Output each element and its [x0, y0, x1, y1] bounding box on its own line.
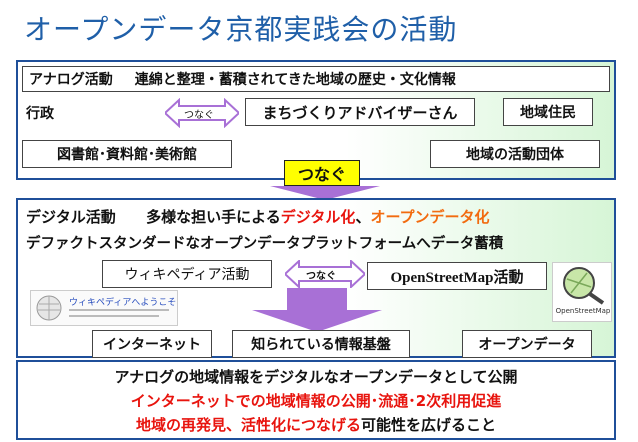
osm-box: OpenStreetMap活動	[367, 262, 547, 290]
groups-box: 地域の活動団体	[430, 140, 600, 168]
double-arrow-icon	[165, 98, 239, 128]
advisor-box: まちづくりアドバイザーさん	[245, 98, 475, 126]
osm-thumb-text: OpenStreetMap	[555, 307, 611, 315]
wikipedia-box: ウィキペディア活動	[102, 260, 272, 288]
analog-heading: アナログ活動	[29, 72, 113, 88]
page-title: オープンデータ京都実践会の活動	[24, 13, 458, 46]
summary-panel: アナログの地域情報をデジタルなオープンデータとして公開 インターネットでの地域情…	[16, 360, 616, 440]
osm-thumbnail: OpenStreetMap	[552, 262, 612, 322]
summary-line2: インターネットでの地域情報の公開･流通･2次利用促進	[130, 392, 502, 410]
down-arrow-icon	[252, 288, 382, 332]
gyosei-label: 行政	[26, 106, 54, 122]
wikipedia-thumb-text: ウィキペディアへようこそ	[69, 298, 177, 308]
residents-box: 地域住民	[503, 98, 593, 126]
opendata-highlight: オープンデータ化	[370, 208, 490, 226]
summary-line3: 地域の再発見、活性化につなげる可能性を広げること	[135, 416, 497, 434]
known-info-box: 知られている情報基盤	[232, 330, 410, 358]
analog-tsunagu-small: つなぐ	[184, 110, 214, 121]
analog-heading-box: アナログ活動 連綿と整理・蓄積されてきた地域の歴史・文化情報	[22, 66, 610, 92]
digital-line2: デファクトスタンダードなオープンデータプラットフォームへデータ蓄積	[26, 236, 504, 252]
wikipedia-thumbnail: ウィキペディアへようこそ	[30, 290, 178, 326]
analog-description: 連綿と整理・蓄積されてきた地域の歴史・文化情報	[134, 72, 456, 88]
double-arrow-icon	[285, 260, 365, 288]
connector-label-box: つなぐ	[284, 160, 360, 186]
opendata-box: オープンデータ	[462, 330, 592, 358]
digital-tsunagu-small: つなぐ	[306, 271, 336, 282]
wikipedia-thumb-lines	[69, 309, 169, 311]
internet-box: インターネット	[92, 330, 212, 358]
wikipedia-globe-icon	[36, 295, 62, 321]
osm-magnifier-icon	[563, 267, 605, 305]
digitization-highlight: デジタル化	[280, 208, 356, 226]
digital-heading: デジタル活動	[26, 208, 116, 226]
libraries-box: 図書館･資料館･美術館	[22, 140, 232, 168]
digital-line1: デジタル活動 多様な担い手によるデジタル化、オープンデータ化	[26, 208, 490, 226]
summary-line1: アナログの地域情報をデジタルなオープンデータとして公開	[114, 368, 518, 386]
wikipedia-thumb-lines	[69, 315, 159, 317]
